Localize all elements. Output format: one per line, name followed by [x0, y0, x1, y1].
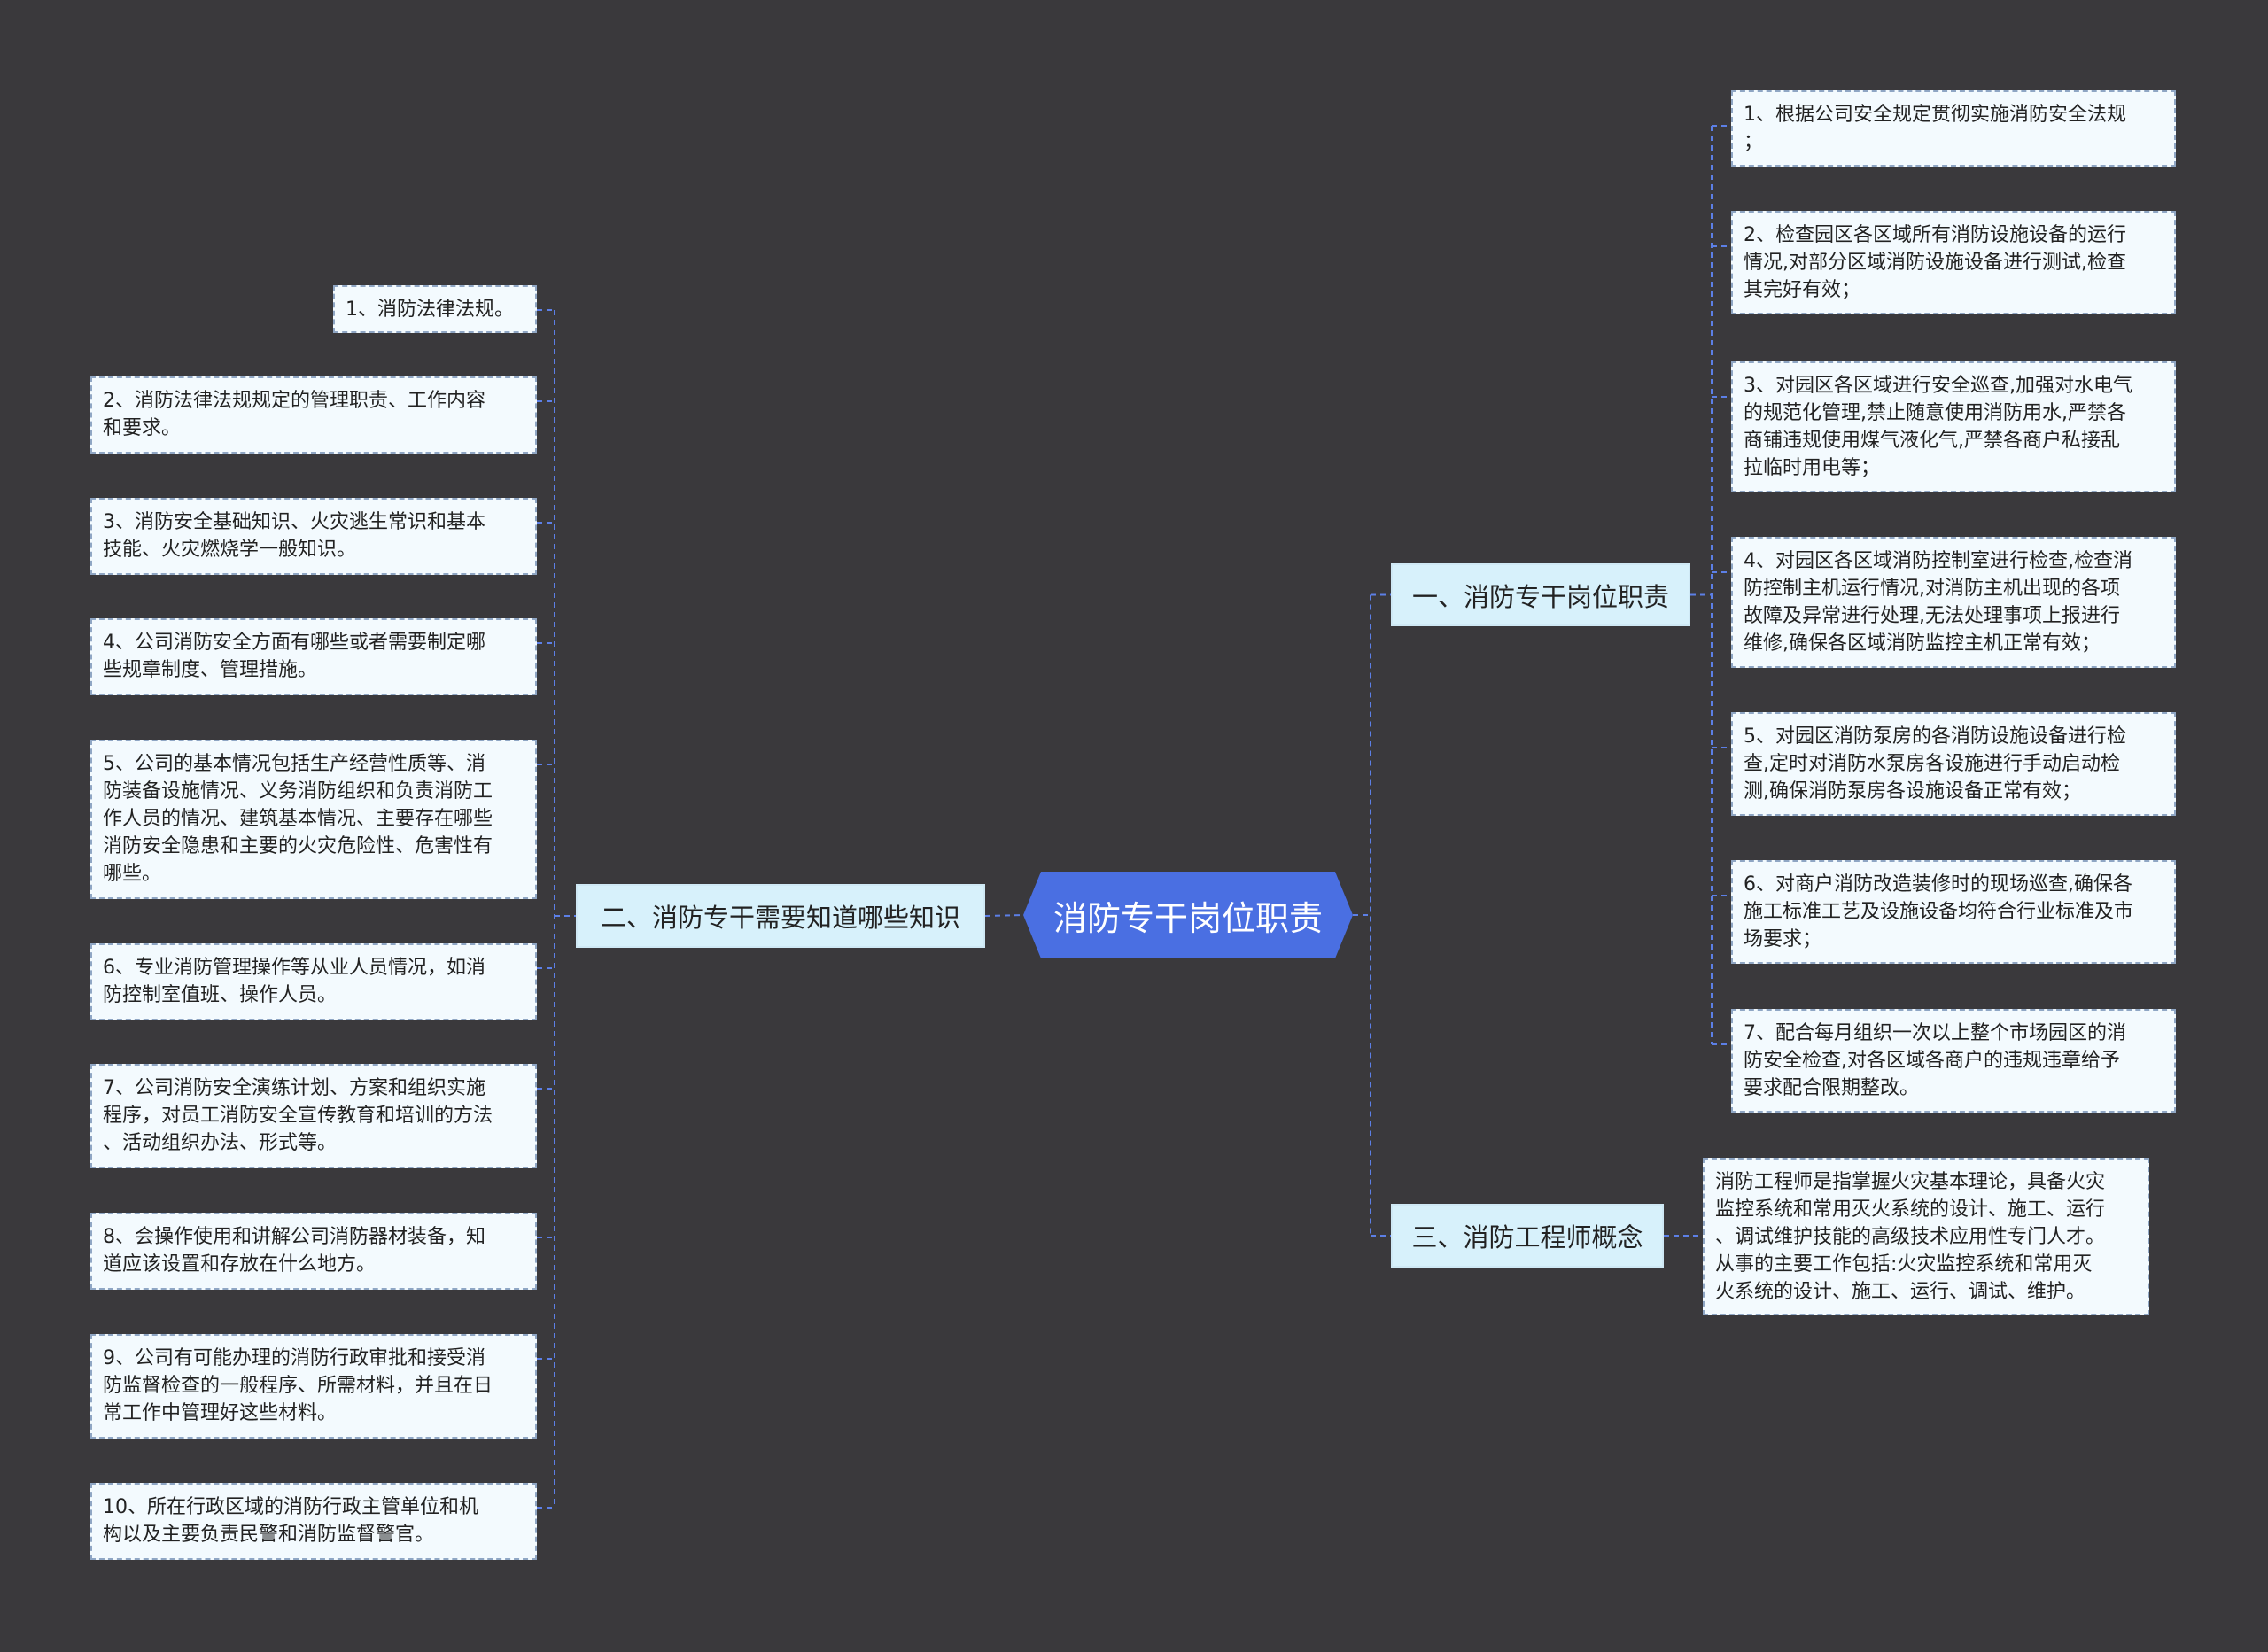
duty-item[interactable]: 2、检查园区各区域所有消防设施设备的运行 情况,对部分区域消防设施设备进行测试,…: [1731, 211, 2176, 314]
knowledge-item[interactable]: 8、会操作使用和讲解公司消防器材装备，知 道应该设置和存放在什么地方。: [90, 1213, 537, 1290]
branch-duties[interactable]: 一、消防专干岗位职责: [1391, 563, 1690, 626]
knowledge-item[interactable]: 4、公司消防安全方面有哪些或者需要制定哪 些规章制度、管理措施。: [90, 618, 537, 695]
branch-concept-label: 三、消防工程师概念: [1411, 1222, 1643, 1253]
knowledge-item[interactable]: 10、所在行政区域的消防行政主管单位和机 构以及主要负责民警和消防监督警官。: [90, 1483, 537, 1560]
branch-duties-label: 一、消防专干岗位职责: [1411, 581, 1669, 612]
knowledge-item[interactable]: 2、消防法律法规规定的管理职责、工作内容 和要求。: [90, 376, 537, 454]
knowledge-item[interactable]: 3、消防安全基础知识、火灾逃生常识和基本 技能、火灾燃烧学一般知识。: [90, 498, 537, 575]
branch-knowledge[interactable]: 二、消防专干需要知道哪些知识: [576, 884, 985, 948]
knowledge-item[interactable]: 1、消防法律法规。: [333, 285, 537, 333]
root-to-knowledge: [984, 914, 1024, 917]
branch-knowledge-label: 二、消防专干需要知道哪些知识: [600, 903, 960, 933]
duty-item[interactable]: 4、对园区各区域消防控制室进行检查,检查消 防控制主机运行情况,对消防主机出现的…: [1731, 537, 2176, 668]
duty-item[interactable]: 7、配合每月组织一次以上整个市场园区的消 防安全检查,对各区域各商户的违规违章给…: [1731, 1009, 2176, 1113]
root-hexagon-shape: [1023, 872, 1353, 958]
root-label: 消防专干岗位职责: [1052, 898, 1323, 938]
concept-item[interactable]: 消防工程师是指掌握火灾基本理论，具备火灾 监控系统和常用灭火系统的设计、施工、运…: [1703, 1158, 2149, 1315]
duty-item[interactable]: 3、对园区各区域进行安全巡查,加强对水电气 的规范化管理,禁止随意使用消防用水,…: [1731, 361, 2176, 492]
knowledge-item[interactable]: 6、专业消防管理操作等从业人员情况，如消 防控制室值班、操作人员。: [90, 943, 537, 1020]
knowledge-item[interactable]: 7、公司消防安全演练计划、方案和组织实施 程序，对员工消防安全宣传教育和培训的方…: [90, 1064, 537, 1168]
knowledge-item[interactable]: 9、公司有可能办理的消防行政审批和接受消 防监督检查的一般程序、所需材料，并且在…: [90, 1334, 537, 1439]
duty-item[interactable]: 6、对商户消防改造装修时的现场巡查,确保各 施工标准工艺及设施设备均符合行业标准…: [1731, 860, 2176, 964]
root-topic[interactable]: 消防专干岗位职责: [1023, 872, 1353, 958]
branch-concept[interactable]: 三、消防工程师概念: [1391, 1204, 1664, 1268]
duty-item[interactable]: 1、根据公司安全规定贯彻实施消防安全法规 ；: [1731, 90, 2176, 167]
knowledge-item[interactable]: 5、公司的基本情况包括生产经营性质等、消 防装备设施情况、义务消防组织和负责消防…: [90, 740, 537, 899]
duty-item[interactable]: 5、对园区消防泵房的各消防设施设备进行检 查,定时对消防水泵房各设施进行手动启动…: [1731, 712, 2176, 816]
